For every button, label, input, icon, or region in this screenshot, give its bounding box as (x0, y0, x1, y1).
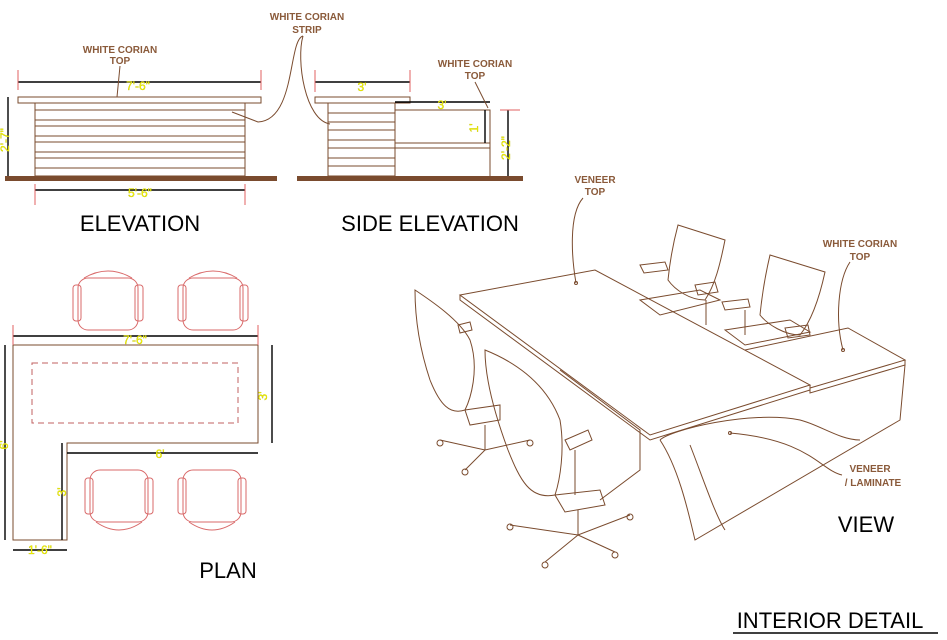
plan-return-dim: 3' (55, 488, 69, 497)
side-height-dim: 2'-2" (499, 136, 513, 160)
elevation-height-dim: 2'-7" (0, 128, 12, 152)
view-veneer-top (458, 269, 812, 436)
elevation-width-dim: 7'-6" (126, 79, 150, 93)
plan-inset (31, 362, 239, 424)
plan-width-dim: 7'-6" (123, 333, 147, 347)
plan-title: PLAN (199, 558, 256, 583)
side-floor (297, 176, 523, 181)
veneer-laminate-label-1: VENEER (849, 464, 891, 475)
view-chair (638, 224, 726, 325)
side-elevation-title: SIDE ELEVATION (341, 211, 519, 236)
side-top-label-2: TOP (465, 71, 486, 82)
view-top-label-2: TOP (850, 252, 871, 263)
elevation-floor (5, 176, 277, 181)
side-top-label-1: WHITE CORIAN (438, 59, 512, 70)
plan-table-outline (12, 344, 259, 541)
plan-chair (177, 469, 247, 531)
view-title: VIEW (838, 512, 894, 537)
perspective-view (414, 224, 907, 569)
plan-bottom-dim: 1'-6" (28, 543, 52, 557)
plan-chair (177, 270, 249, 331)
elevation-body (34, 102, 246, 177)
side-top-dim: 3' (358, 80, 367, 94)
view-chair (414, 289, 534, 476)
plan-chair (72, 270, 144, 331)
elevation-top-label-2: TOP (110, 56, 131, 67)
veneer-top-label-1: VENEER (574, 175, 616, 186)
elevation-title: ELEVATION (80, 211, 200, 236)
plan-depth-dim: 3' (256, 392, 270, 401)
veneer-top-label-2: TOP (585, 187, 606, 198)
side-ext-dim: 3' (438, 98, 447, 112)
elevation-drawing: 7'-6" 2'-7" 5'-6" WHITE CORIAN TOP WHITE… (0, 12, 344, 236)
elevation-top-label-1: WHITE CORIAN (83, 45, 157, 56)
view-chair (721, 254, 826, 346)
side-elevation-drawing: 3' 3' 1' 2'-2" WHITE CORIAN TOP SIDE ELE… (297, 59, 523, 236)
plan-left-dim: 6' (0, 441, 11, 450)
veneer-laminate-label-2: / LAMINATE (845, 478, 902, 489)
view-chair (484, 349, 634, 569)
elevation-top (17, 96, 262, 104)
elevation-base-dim: 5'-6" (128, 186, 152, 200)
plan-inner-dim: 6' (156, 447, 165, 461)
sheet-title: INTERIOR DETAIL (737, 608, 924, 633)
plan-chair (84, 469, 154, 531)
plan-drawing: 7'-6" 3' 6' 6' 3' 1'-6" PLAN (0, 270, 273, 583)
view-top-label-1: WHITE CORIAN (823, 239, 897, 250)
side-drop-dim: 1' (467, 124, 481, 133)
strip-label-1: WHITE CORIAN (270, 12, 344, 23)
strip-label-2: STRIP (292, 25, 322, 36)
